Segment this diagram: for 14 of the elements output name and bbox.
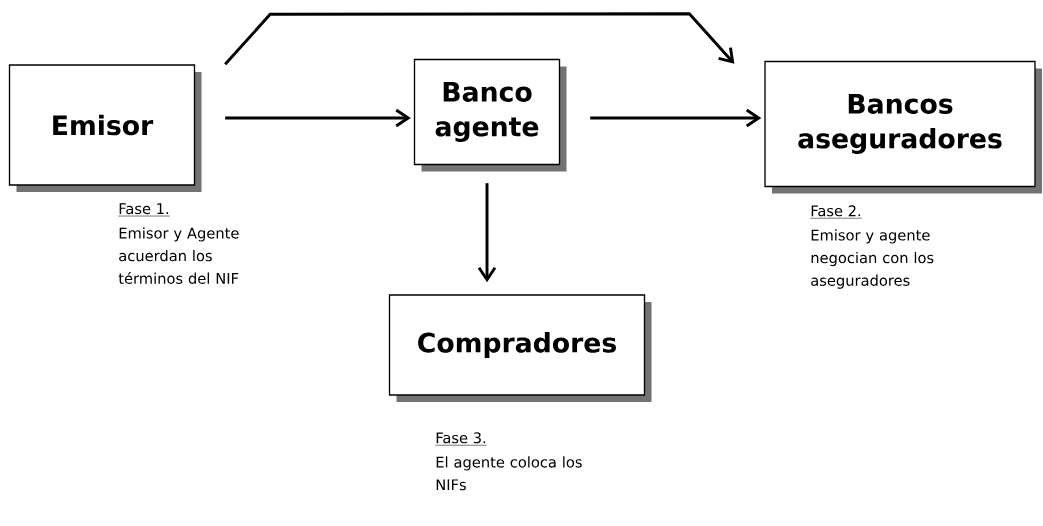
phase-heading: Fase 2. [810,205,862,219]
arrow [590,108,762,128]
phase-description: El agente coloca los NIFs [436,456,582,491]
shadowed-box: Bancos aseguradores [764,60,1042,194]
shadowed-box: Banco agente [413,58,567,172]
arrow [225,108,411,128]
phase-description: Emisor y Agente acuerdan los términos del NIF [118,227,239,284]
phase-description: Emisor y agente negocian con los aseguradores [811,229,934,289]
shadowed-box: Emisor [8,64,202,192]
arrow [477,183,497,283]
arrow [224,12,735,66]
shadowed-box: Compradores [388,294,652,402]
phase-heading: Fase 1. [118,203,170,217]
phase-heading: Fase 3. [435,432,487,446]
